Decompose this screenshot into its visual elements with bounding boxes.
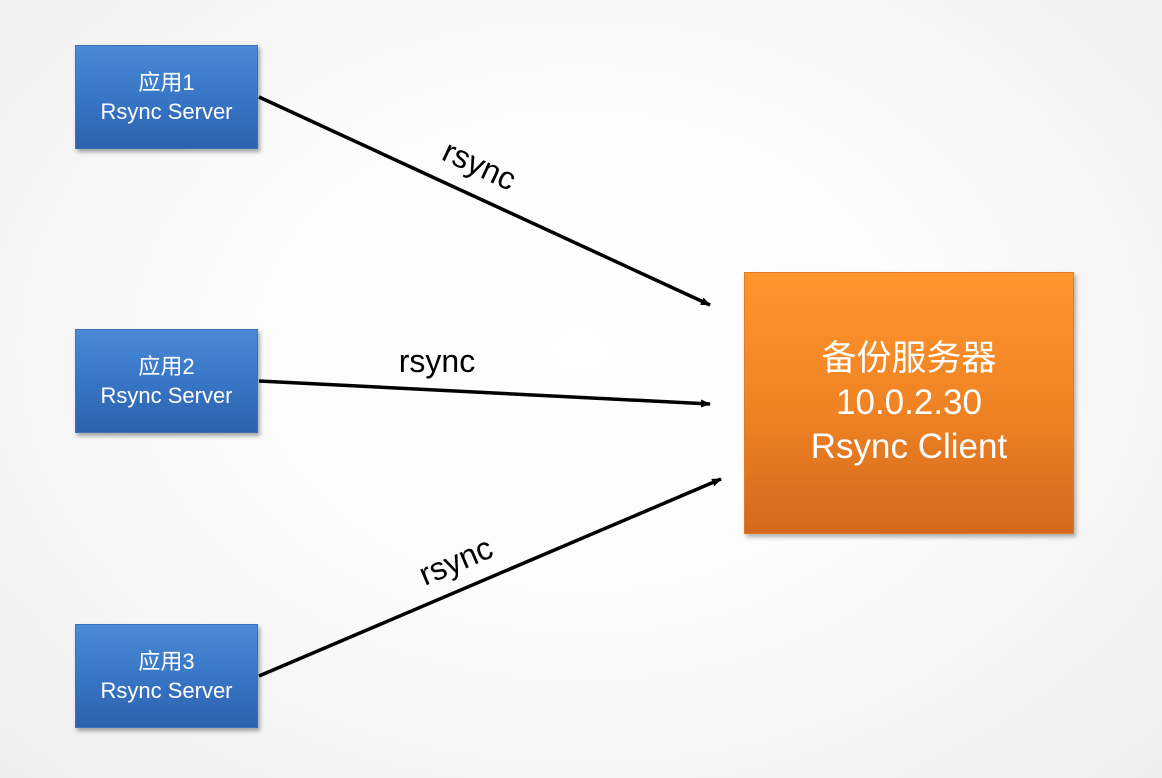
app-server-2-role: Rsync Server	[100, 383, 233, 408]
backup-server-name: 备份服务器	[821, 339, 997, 378]
app-server-2-name: 应用2	[138, 354, 195, 379]
app-server-1-role: Rsync Server	[100, 99, 233, 124]
edge-label-1: rsync	[437, 133, 522, 198]
arrow-server-2-to-backup	[258, 379, 711, 408]
arrow-server-3-to-backup	[258, 477, 722, 678]
app-server-1-name: 应用1	[138, 70, 195, 95]
edge-label-2: rsync	[399, 343, 475, 379]
app-server-2-box: 应用2 Rsync Server	[75, 329, 258, 433]
arrow-server-1-to-backup	[258, 95, 711, 307]
app-server-3-box: 应用3 Rsync Server	[75, 624, 258, 728]
app-server-3-role: Rsync Server	[100, 678, 233, 703]
backup-server-role: Rsync Client	[810, 427, 1008, 466]
backup-server-box: 备份服务器 10.0.2.30 Rsync Client	[744, 272, 1074, 534]
app-server-1-box: 应用1 Rsync Server	[75, 45, 258, 149]
app-server-3-name: 应用3	[138, 649, 195, 674]
edge-label-3: rsync	[413, 529, 497, 592]
backup-server-ip: 10.0.2.30	[836, 383, 982, 422]
